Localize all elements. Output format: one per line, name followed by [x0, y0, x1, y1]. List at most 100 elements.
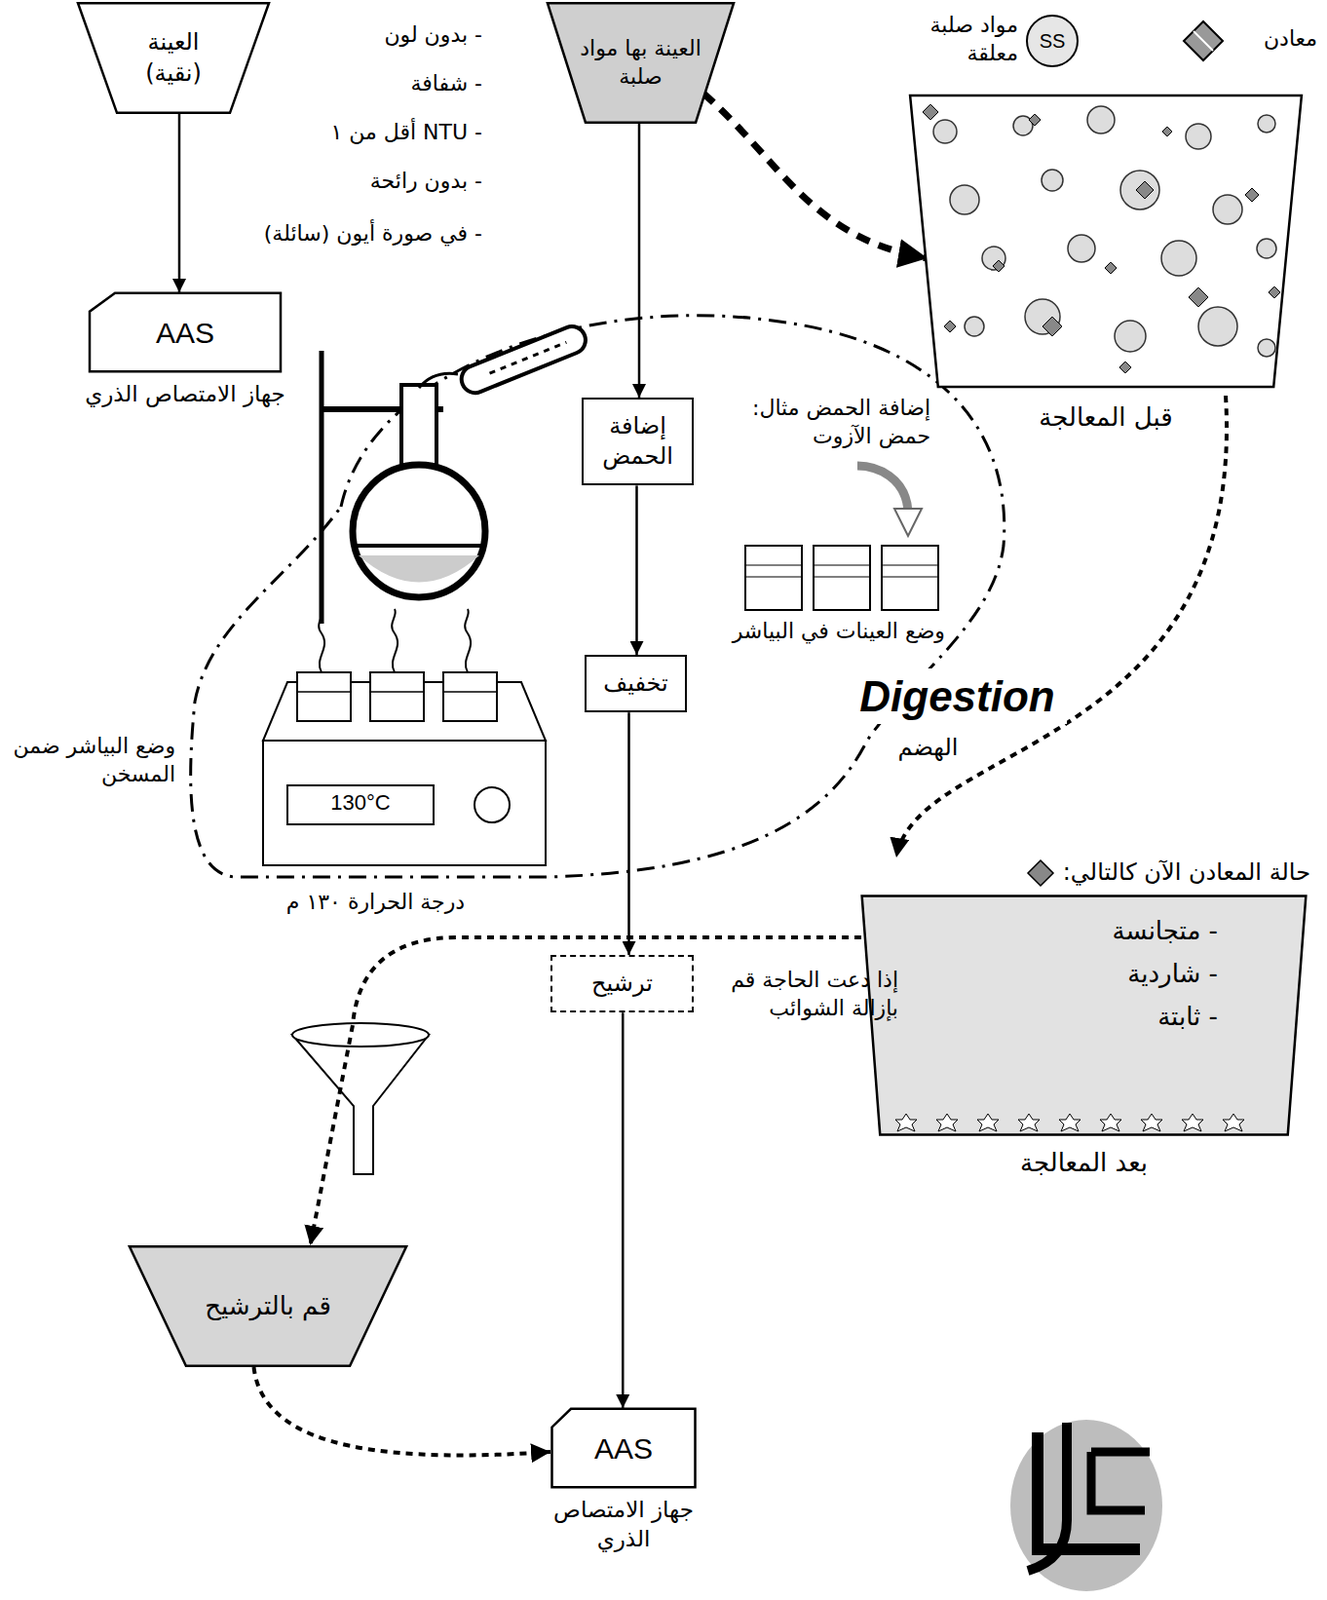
beakers-illustration-line — [745, 576, 802, 578]
sediment-star — [1181, 1113, 1204, 1132]
metal-particle — [1042, 316, 1062, 337]
metal-particle — [1136, 181, 1154, 199]
hotplate-illustration-line — [370, 690, 424, 693]
beakers-illustration-path — [857, 465, 909, 512]
container-outline — [906, 92, 1306, 390]
logo-illustration-path — [1027, 1422, 1067, 1571]
shape-border — [552, 1408, 696, 1487]
legend-samples-line — [1193, 31, 1214, 51]
sediment-star — [1059, 1113, 1081, 1132]
logo-illustration-ellipse — [1010, 1419, 1163, 1592]
note-item: - بدون لون — [292, 21, 483, 50]
metal-particle — [1245, 188, 1259, 202]
metal-particle — [992, 260, 1005, 272]
connector — [638, 123, 642, 398]
flask-illustration-path — [418, 373, 458, 388]
metal-particle — [1268, 286, 1281, 299]
container-caption: بعد المعالجة — [857, 1146, 1311, 1180]
hotplate-illustration-rect — [370, 672, 424, 721]
flask-illustration — [321, 322, 590, 624]
sample-trapezoid: العينة(نقية) — [75, 1, 271, 114]
instrument-caption: جهاز الامتصاص الذري — [73, 379, 298, 410]
stage-title-arabic: الهضم — [891, 732, 965, 763]
metal-particle — [1104, 262, 1117, 274]
hotplate-illustration-path — [391, 608, 398, 673]
beakers-illustration-polygon — [894, 508, 922, 536]
sample-container: قبل المعالجة — [906, 92, 1306, 435]
stage-title: Digestion — [847, 668, 1067, 724]
solid-particle — [1213, 194, 1243, 225]
instrument-caption: جهاز الامتصاص الذري — [530, 1495, 717, 1555]
container-outline: - متجانسة- شاردية- ثابتة — [857, 893, 1311, 1138]
sediment-star — [1140, 1113, 1163, 1132]
legend-symbol-text: SS — [1027, 28, 1077, 54]
node-text: (نقية) — [145, 58, 202, 89]
legend-samples — [1026, 15, 1223, 67]
solid-particle — [1161, 240, 1197, 276]
flask-illustration-g-line — [490, 341, 568, 374]
hotplate-illustration-line — [443, 690, 497, 693]
shape-border — [77, 2, 269, 114]
funnel-illustration-path — [292, 1034, 429, 1175]
sediment-star — [895, 1113, 917, 1132]
funnel-illustration-ellipse — [292, 1023, 429, 1047]
legend-samples-polygon — [1183, 21, 1223, 61]
note-item: - NTU أقل من ١ — [292, 118, 483, 148]
annotation: درجة الحرارة ١٣٠ م — [251, 888, 500, 917]
solid-particle — [1257, 114, 1276, 133]
legend-text: مواد صلبة معلقة — [881, 11, 1019, 68]
metal-particle — [1119, 361, 1132, 374]
metal-particle — [1188, 287, 1209, 307]
container-caption: قبل المعالجة — [906, 401, 1306, 435]
list-item: - شاردية — [896, 957, 1218, 991]
connector — [621, 1012, 625, 1408]
connector — [896, 395, 1227, 858]
solid-particle — [964, 316, 985, 337]
shape-outline — [857, 893, 1311, 1138]
instrument-name: AAS — [155, 313, 215, 352]
node-text: إضافة الحمض — [591, 411, 684, 472]
logo-illustration — [1010, 1419, 1163, 1592]
hotplate-illustration-rect — [287, 785, 434, 825]
instrument-outline: AAS — [550, 1407, 697, 1488]
sediment-star — [977, 1113, 999, 1132]
flask-illustration-rect — [401, 384, 437, 473]
sample-trapezoid: قم بالترشيح — [126, 1245, 410, 1367]
note-item: - في صورة أيون (سائلة) — [209, 220, 483, 249]
shape-outline — [75, 1, 271, 114]
beakers-illustration-line — [813, 576, 871, 578]
shape-outline — [906, 92, 1306, 390]
metal-particle — [944, 320, 956, 333]
particles — [906, 92, 1306, 390]
instrument-box: AAS جهاز الامتصاص الذري — [73, 292, 298, 410]
list-item: - متجانسة — [896, 914, 1218, 948]
beakers-illustration-line — [813, 565, 871, 567]
beakers-illustration-rect — [813, 545, 871, 610]
note-item: - شفافة — [292, 70, 483, 99]
sediment — [857, 893, 1311, 1138]
solid-particle — [1114, 320, 1146, 352]
beakers-illustration-line — [881, 565, 939, 567]
hotplate-illustration-circle — [474, 787, 510, 823]
metal-symbol-shape — [1027, 860, 1054, 886]
solid-particle — [1198, 306, 1238, 346]
hotplate-illustration-rect — [263, 740, 546, 866]
beakers-illustration — [745, 465, 939, 610]
metal-symbol — [1025, 858, 1056, 888]
hotplate-illustration — [263, 608, 546, 866]
connector — [178, 113, 182, 293]
annotation: وضع العينات في البياشر — [672, 617, 946, 646]
shape-outline — [545, 1, 736, 124]
hotplate-illustration-path — [318, 608, 325, 673]
metal-particle — [1028, 113, 1041, 126]
shape-border — [89, 293, 281, 372]
flask-illustration-g — [456, 322, 590, 398]
annotation: إضافة الحمض مثال: حمض الآزوت — [711, 394, 931, 451]
connector — [635, 485, 639, 655]
process-box: إضافة الحمض — [581, 397, 694, 486]
hotplate-illustration-rect — [443, 672, 497, 721]
beakers-illustration-line — [881, 576, 939, 578]
optional-process-box: ترشيح — [550, 954, 694, 1013]
